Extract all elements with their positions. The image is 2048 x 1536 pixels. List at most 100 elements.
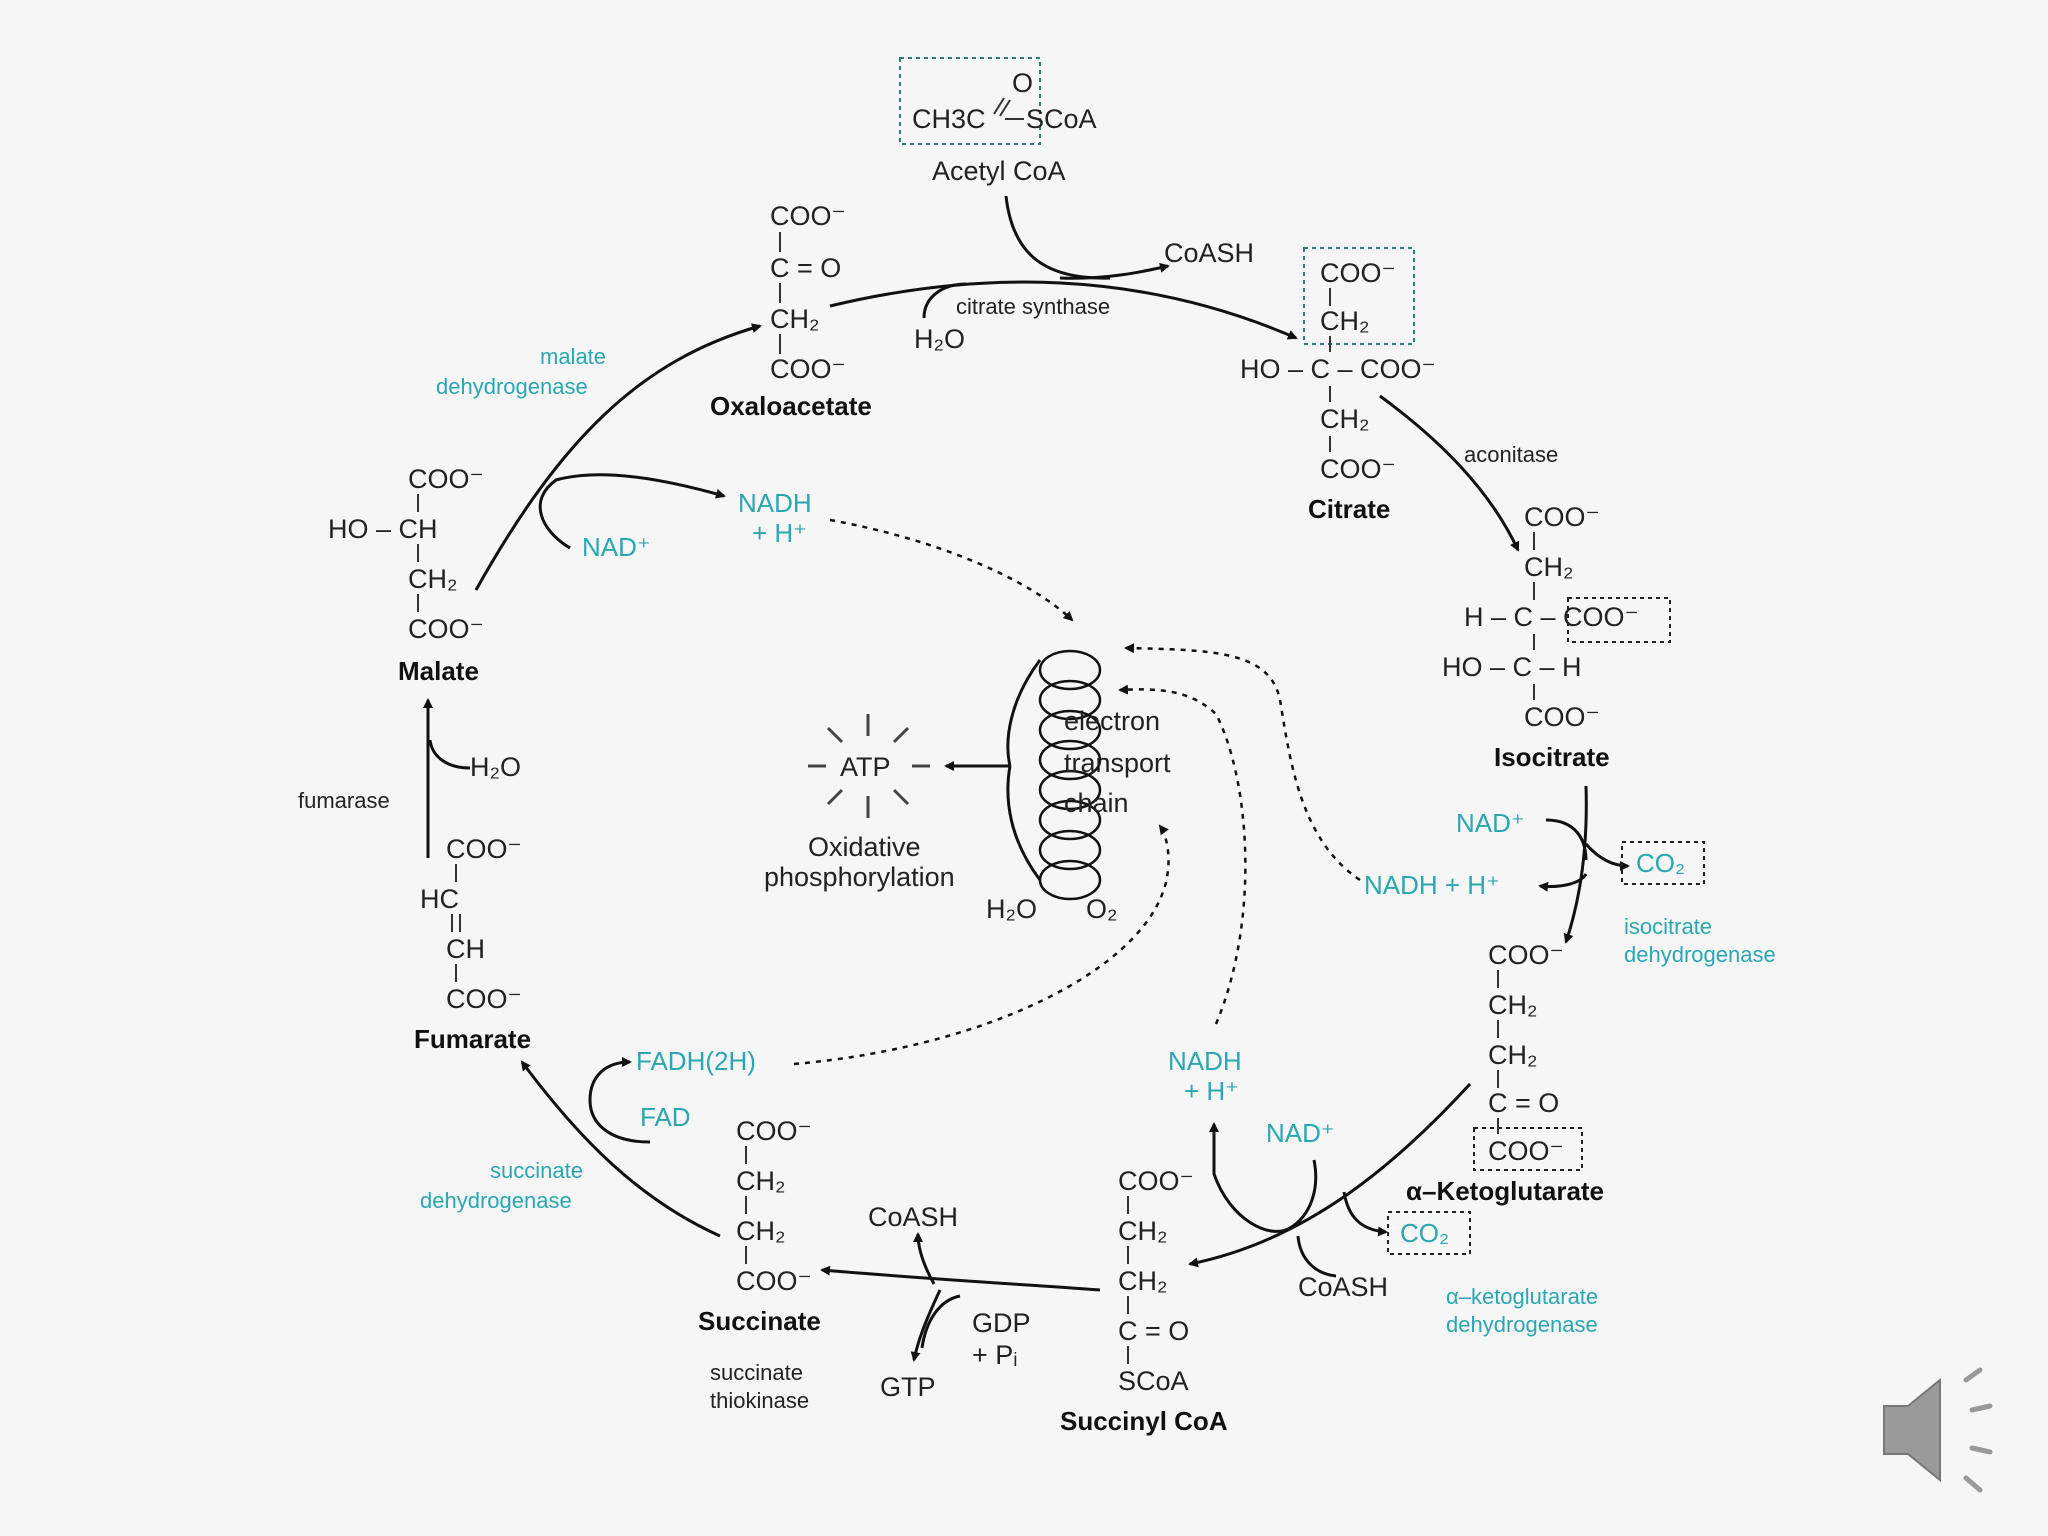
isocitrate-line-5: COO⁻ [1524, 702, 1600, 732]
etc-h2o: H₂O [986, 894, 1037, 924]
cofactor-co2-isocitrate: CO₂ [1636, 848, 1685, 878]
arrow-gdp-input [920, 1294, 961, 1349]
cofactor-nad-malate: NAD⁺ [582, 532, 651, 562]
isocitrate-line-1: COO⁻ [1524, 502, 1600, 532]
arrow-h2o-input [922, 282, 967, 319]
dashed-arrow-malate-nadh [829, 518, 1074, 622]
isocitrate-line-3: H – C – COO⁻ [1464, 602, 1639, 632]
arrow-coash-succ-release [913, 1232, 936, 1285]
ketoglutarate-line-1: COO⁻ [1488, 940, 1564, 970]
arrow-nad-isocitrate-input [1545, 818, 1588, 861]
acetyl-coa-formula-right: SCoA [1026, 104, 1097, 134]
cofactor-gdp-line-1: GDP [972, 1308, 1031, 1338]
cofactor-fad: FAD [640, 1102, 691, 1132]
arrow-citrate-to-isocitrate [1379, 394, 1520, 552]
cofactor-nadh-malate-line-2: + H⁺ [752, 518, 807, 548]
co2-isocitrate-box [1621, 841, 1705, 885]
oxphos-line-2: phosphorylation [764, 862, 955, 892]
enzyme-malate-dh-line-1: malate [540, 344, 606, 369]
oxaloacetate-name: Oxaloacetate [710, 391, 872, 421]
succinate-line-3: CH₂ [736, 1216, 785, 1246]
co2-akg-box [1387, 1211, 1471, 1255]
acetyl-coa-oxygen: O [1012, 68, 1033, 98]
succinate-name: Succinate [698, 1306, 821, 1336]
atp-label: ATP [840, 752, 891, 782]
succinyl-coa-line-4: C = O [1118, 1316, 1189, 1346]
cofactor-co2-akg: CO₂ [1400, 1218, 1449, 1248]
enzyme-labels: citrate synthase aconitase isocitrate de… [298, 294, 1776, 1413]
arrow-co2-akg-release [1342, 1191, 1388, 1237]
acetyl-coa-name: Acetyl CoA [932, 156, 1066, 186]
fumarate-line-1: COO⁻ [446, 834, 522, 864]
citrate-line-5: COO⁻ [1320, 454, 1396, 484]
enzyme-succinate-dh-line-1: succinate [490, 1158, 583, 1183]
cofactor-coash-akg: CoASH [1298, 1272, 1388, 1302]
ketoglutarate-co2-box [1473, 1127, 1583, 1171]
ketoglutarate-line-3: CH₂ [1488, 1040, 1537, 1070]
citrate-line-3: HO – C – COO⁻ [1240, 354, 1436, 384]
arrow-malate-to-oxaloacetate [474, 323, 762, 591]
acetyl-derived-box [1303, 247, 1415, 345]
enzyme-succinate-dh-line-2: dehydrogenase [420, 1188, 572, 1213]
dashed-electron-arrows [793, 518, 1361, 1066]
malate-line-4: COO⁻ [408, 614, 484, 644]
oxaloacetate-line-2: C = O [770, 253, 841, 283]
malate-line-3: CH₂ [408, 564, 457, 594]
enzyme-isocitrate-dh-line-2: dehydrogenase [1624, 942, 1776, 967]
atp-burst-icon [808, 714, 930, 818]
malate-name: Malate [398, 656, 479, 686]
enzyme-malate-dh-line-2: dehydrogenase [436, 374, 588, 399]
acetyl-coa-formula-left: CH3C [912, 104, 986, 134]
etc-branch-bottom [1006, 765, 1042, 881]
fumarate-line-4: COO⁻ [446, 984, 522, 1014]
succinyl-coa-name: Succinyl CoA [1060, 1406, 1228, 1436]
arrow-succinyl-coa-to-succinate [820, 1265, 1101, 1292]
enzyme-isocitrate-dh-line-1: isocitrate [1624, 914, 1712, 939]
enzyme-citrate-synthase: citrate synthase [956, 294, 1110, 319]
enzyme-succinate-thiokinase-line-2: thiokinase [710, 1388, 809, 1413]
fumarate-line-3: CH [446, 934, 485, 964]
isocitrate-line-4: HO – C – H [1442, 652, 1582, 682]
isocitrate-line-2: CH₂ [1524, 552, 1573, 582]
oxaloacetate-line-3: CH₂ [770, 304, 819, 334]
arrow-fad-to-fadh [588, 1057, 651, 1144]
fumarate: COO⁻ HC CH COO⁻ Fumarate [414, 834, 531, 1054]
arrow-nadh-isocitrate-release [1538, 873, 1588, 892]
arrow-nad-to-nadh-malate [538, 473, 726, 550]
succinyl-coa-line-2: CH₂ [1118, 1216, 1167, 1246]
succinate-line-1: COO⁻ [736, 1116, 812, 1146]
dashed-arrow-fadh [793, 824, 1170, 1066]
oxphos-line-1: Oxidative [808, 832, 921, 862]
atp-burst: ATP Oxidative phosphorylation [764, 714, 955, 892]
arrow-coash-release [1059, 262, 1170, 280]
cofactor-labels: CoASH H₂O NAD⁺ NADH + H⁺ CO₂ NAD⁺ NADH +… [470, 238, 1705, 1402]
isocitrate-name: Isocitrate [1494, 742, 1610, 772]
ketoglutarate-line-5: COO⁻ [1488, 1136, 1564, 1166]
fumarate-name: Fumarate [414, 1024, 531, 1054]
arrow-succinate-to-fumarate [520, 1060, 721, 1238]
cofactor-h2o-top: H₂O [914, 324, 965, 354]
cofactor-coash-top: CoASH [1164, 238, 1254, 268]
arrow-gtp-release [910, 1289, 942, 1362]
citrate: COO⁻ CH₂ HO – C – COO⁻ CH₂ COO⁻ Citrate [1240, 247, 1436, 524]
cofactor-nadh-malate-line-1: NADH [738, 488, 812, 518]
citrate-line-2: CH₂ [1320, 306, 1369, 336]
arrow-acetyl-coa-input [1004, 195, 1111, 280]
enzyme-aconitase: aconitase [1464, 442, 1558, 467]
cofactor-gdp-line-2: + Pᵢ [972, 1340, 1018, 1370]
enzyme-fumarase: fumarase [298, 788, 390, 813]
enzyme-akg-dh-line-2: dehydrogenase [1446, 1312, 1598, 1337]
speaker-icon[interactable] [1883, 1367, 1993, 1493]
arrow-ketoglutarate-to-succinyl-coa [1188, 1082, 1472, 1268]
malate-line-2: HO – CH [328, 514, 438, 544]
citrate-line-4: CH₂ [1320, 404, 1369, 434]
enzyme-akg-dh-line-1: α–ketoglutarate [1446, 1284, 1598, 1309]
etc-label-3: chain [1064, 788, 1129, 818]
succinyl-coa: COO⁻ CH₂ CH₂ C = O SCoA Succinyl CoA [1060, 1166, 1228, 1436]
alpha-ketoglutarate: COO⁻ CH₂ CH₂ C = O COO⁻ α–Ketoglutarate [1406, 940, 1604, 1206]
enzyme-succinate-thiokinase-line-1: succinate [710, 1360, 803, 1385]
succinate: COO⁻ CH₂ CH₂ COO⁻ Succinate [698, 1116, 821, 1336]
isocitrate-co2-box [1567, 597, 1671, 643]
succinyl-coa-line-5: SCoA [1118, 1366, 1189, 1396]
